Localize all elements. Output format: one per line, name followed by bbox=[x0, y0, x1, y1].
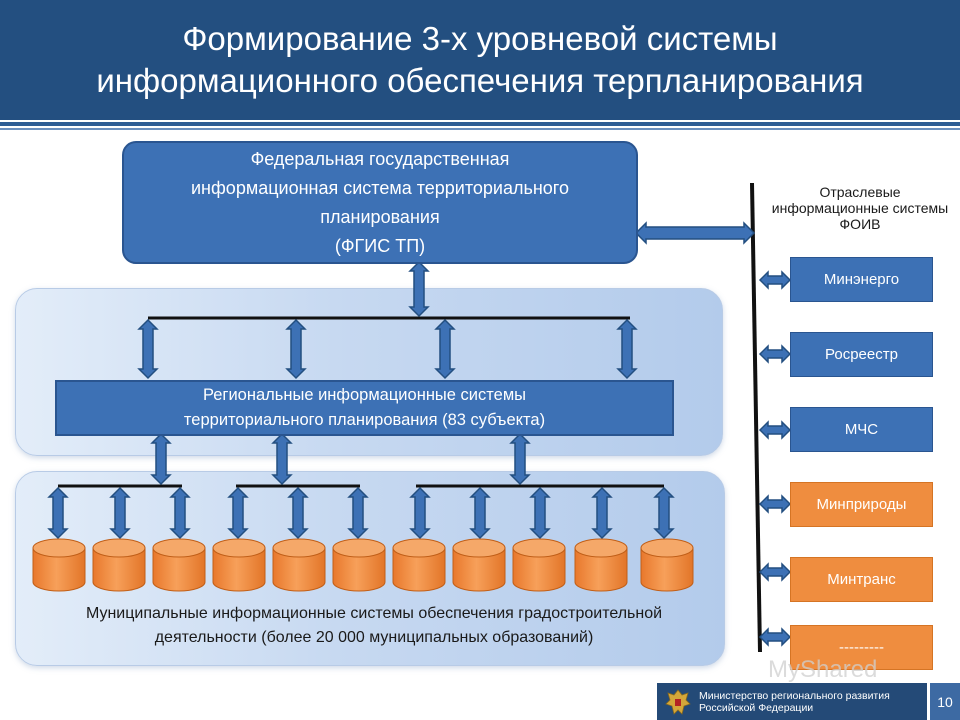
agency-box-other: --------- bbox=[790, 625, 933, 670]
municipal-link-arrow-4 bbox=[227, 486, 249, 540]
agency-link-arrow-6 bbox=[758, 627, 792, 647]
municipal-database-icon-5 bbox=[272, 538, 326, 592]
municipal-database-icon-2 bbox=[92, 538, 146, 592]
municipal-link-arrow-3 bbox=[169, 486, 191, 540]
regional-link-arrow-1 bbox=[137, 318, 159, 380]
regional-link-arrow-3 bbox=[434, 318, 456, 380]
municipal-link-arrow-2 bbox=[109, 486, 131, 540]
municipal-database-icon-1 bbox=[32, 538, 86, 592]
federal-line-1: Федеральная государственная bbox=[250, 148, 510, 169]
regional-line-1: Региональные информационные системы bbox=[202, 386, 527, 404]
agency-link-arrow-4 bbox=[758, 494, 792, 514]
municipal-database-icon-11 bbox=[640, 538, 694, 592]
title-banner: Формирование 3-х уровневой системы инфор… bbox=[0, 0, 960, 120]
footer-org-line-1: Министерство регионального развития bbox=[699, 689, 890, 702]
federal-regional-arrow bbox=[408, 260, 430, 318]
municipal-database-icon-4 bbox=[212, 538, 266, 592]
municipal-caption: Муниципальные информационные системы обе… bbox=[24, 602, 724, 650]
header-divider-thin bbox=[0, 128, 960, 130]
agency-box-mchs: МЧС bbox=[790, 407, 933, 452]
regional-municipal-arrow-2 bbox=[271, 432, 293, 486]
regional-link-arrow-2 bbox=[285, 318, 307, 380]
regional-systems-box: Региональные информационные системы терр… bbox=[55, 380, 674, 436]
municipal-database-icon-8 bbox=[452, 538, 506, 592]
slide-title-line-1: Формирование 3-х уровневой системы bbox=[182, 20, 778, 57]
coat-of-arms-icon bbox=[665, 688, 691, 715]
ministry-footer: Министерство регионального развития Росс… bbox=[657, 683, 927, 720]
municipal-link-arrow-9 bbox=[529, 486, 551, 540]
agency-link-arrow-5 bbox=[758, 562, 792, 582]
page-number: 10 bbox=[930, 683, 960, 720]
municipal-link-arrow-11 bbox=[653, 486, 675, 540]
municipal-link-arrow-6 bbox=[347, 486, 369, 540]
watermark: MyShared bbox=[768, 656, 878, 683]
foiv-bus-line bbox=[750, 182, 762, 653]
municipal-database-icon-7 bbox=[392, 538, 446, 592]
federal-line-3: планирования bbox=[320, 206, 440, 227]
regional-line-2: территориального планирования (83 субъек… bbox=[183, 411, 546, 429]
regional-link-arrow-4 bbox=[616, 318, 638, 380]
federal-line-2: информационная система территориального bbox=[191, 177, 569, 198]
federal-system-box: Федеральная государственная информационн… bbox=[122, 141, 638, 264]
municipal-line-2: деятельности (более 20 000 муниципальных… bbox=[154, 629, 594, 646]
header-divider bbox=[0, 122, 960, 126]
agency-box-mintrans: Минтранс bbox=[790, 557, 933, 602]
agency-box-minprirody: Минприроды bbox=[790, 482, 933, 527]
municipal-database-icon-9 bbox=[512, 538, 566, 592]
agency-link-arrow-3 bbox=[758, 420, 792, 440]
municipal-link-arrow-1 bbox=[47, 486, 69, 540]
regional-municipal-arrow-3 bbox=[509, 432, 531, 486]
municipal-link-arrow-7 bbox=[409, 486, 431, 540]
foiv-title: Отраслевые информационные системы ФОИВ bbox=[771, 184, 949, 232]
agency-link-arrow-2 bbox=[758, 344, 792, 364]
federal-line-4: (ФГИС ТП) bbox=[334, 235, 426, 256]
agency-box-minenergo: Минэнерго bbox=[790, 257, 933, 302]
regional-municipal-arrow-1 bbox=[150, 432, 172, 486]
municipal-link-arrow-5 bbox=[287, 486, 309, 540]
slide-title-line-2: информационного обеспечения терпланирова… bbox=[96, 62, 864, 99]
agency-box-rosreestr: Росреестр bbox=[790, 332, 933, 377]
municipal-line-1: Муниципальные информационные системы обе… bbox=[85, 605, 663, 622]
municipal-database-icon-10 bbox=[574, 538, 628, 592]
footer-org-line-2: Российской Федерации bbox=[699, 701, 814, 714]
municipal-database-icon-6 bbox=[332, 538, 386, 592]
municipal-database-icon-3 bbox=[152, 538, 206, 592]
municipal-link-arrow-8 bbox=[469, 486, 491, 540]
agency-link-arrow-1 bbox=[758, 270, 792, 290]
federal-foiv-arrow bbox=[634, 221, 756, 245]
municipal-link-arrow-10 bbox=[591, 486, 613, 540]
